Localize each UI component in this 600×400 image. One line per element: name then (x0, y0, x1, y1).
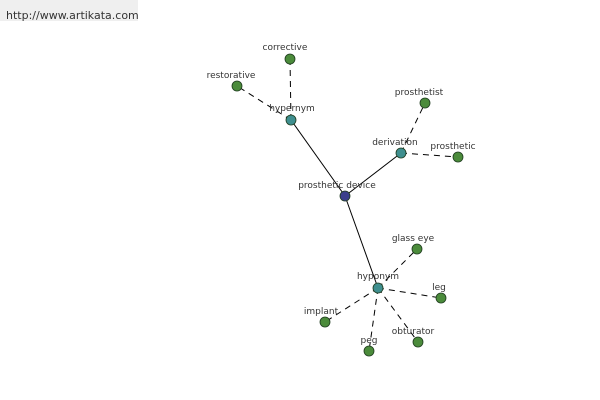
edge-root-hyponym (344, 195, 379, 289)
node-label-corrective[interactable]: corrective (263, 43, 308, 53)
node-prosthetist[interactable] (419, 97, 431, 109)
edge-root-hypernym (290, 119, 346, 197)
node-leg[interactable] (435, 292, 447, 304)
node-glass-eye[interactable] (411, 243, 423, 255)
edge-hypernym-restorative (236, 85, 292, 121)
node-label-obturator[interactable]: obturator (392, 327, 435, 337)
node-label-implant[interactable]: implant (304, 307, 339, 317)
edge-hyponym-obturator (377, 287, 419, 343)
edge-root-derivation (344, 152, 402, 197)
node-implant[interactable] (319, 316, 331, 328)
node-label-prosthetist[interactable]: prosthetist (395, 88, 444, 98)
node-label-root[interactable]: prosthetic device (298, 181, 376, 191)
node-label-hyponym[interactable]: hyponym (357, 272, 399, 282)
labels-layer: prosthetic device hypernym derivation hypon… (207, 43, 476, 346)
node-hyponym[interactable] (372, 282, 384, 294)
node-restorative[interactable] (231, 80, 243, 92)
node-obturator[interactable] (412, 336, 424, 348)
node-label-derivation[interactable]: derivation (372, 138, 418, 148)
edge-derivation-prosthetic (400, 152, 459, 158)
edges-layer (236, 58, 459, 352)
node-root[interactable] (339, 190, 351, 202)
node-label-peg[interactable]: peg (361, 336, 378, 346)
site-url-banner: http://www.artikata.com (0, 0, 139, 22)
edge-derivation-prosthetist (400, 102, 426, 154)
node-label-glass-eye[interactable]: glass eye (392, 234, 435, 244)
nodes-layer (231, 53, 464, 357)
node-label-restorative[interactable]: restorative (207, 71, 256, 81)
node-derivation[interactable] (395, 147, 407, 159)
site-url[interactable]: http://www.artikata.com (6, 9, 139, 22)
node-label-leg[interactable]: leg (432, 283, 446, 293)
node-corrective[interactable] (284, 53, 296, 65)
node-prosthetic[interactable] (452, 151, 464, 163)
node-label-prosthetic[interactable]: prosthetic (430, 142, 475, 152)
node-hypernym[interactable] (285, 114, 297, 126)
edge-hyponym-glass-eye (377, 248, 418, 289)
node-peg[interactable] (363, 345, 375, 357)
node-label-hypernym[interactable]: hypernym (269, 104, 315, 114)
